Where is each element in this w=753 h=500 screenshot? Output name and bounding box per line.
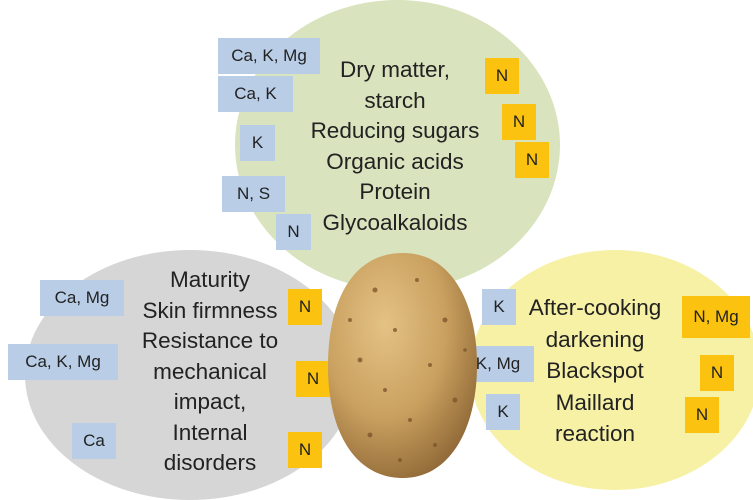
nutrient-tag-blue: Ca, K, Mg [218,38,320,74]
top-line: Dry matter, [300,55,490,86]
top-line: Organic acids [300,147,490,178]
nutrient-tag-orange: N [700,355,734,391]
right-line: reaction [515,418,675,450]
potato-image [325,250,480,480]
nutrient-tag-orange: N [288,289,322,325]
right-line: Maillard [515,387,675,419]
right-line: darkening [515,324,675,356]
top-circle-text: Dry matter, starch Reducing sugars Organ… [300,55,490,238]
nutrient-tag-blue: Ca, Mg [40,280,124,316]
left-circle-text: Maturity Skin firmness Resistance to mec… [130,265,290,479]
nutrient-tag-blue: N [276,214,311,250]
nutrient-tag-blue: Ca, K, Mg [8,344,118,380]
top-line: starch [300,86,490,117]
nutrient-tag-orange: N [502,104,536,140]
right-line: After-cooking [515,292,675,324]
nutrient-tag-orange: N [685,397,719,433]
nutrient-tag-orange: N [485,58,519,94]
top-line: Glycoalkaloids [300,208,490,239]
left-line: mechanical [130,357,290,388]
left-line: Internal [130,418,290,449]
left-line: Maturity [130,265,290,296]
diagram: Dry matter, starch Reducing sugars Organ… [0,0,753,485]
nutrient-tag-orange: N, Mg [682,296,750,338]
nutrient-tag-blue: K [482,289,516,325]
nutrient-tag-blue: N, S [222,176,285,212]
top-line: Protein [300,177,490,208]
left-line: impact, [130,387,290,418]
nutrient-tag-blue: Ca, K [218,76,293,112]
nutrient-tag-orange: N [515,142,549,178]
nutrient-tag-orange: N [288,432,322,468]
top-line: Reducing sugars [300,116,490,147]
right-circle-text: After-cooking darkening Blackspot Mailla… [515,292,675,450]
left-line: Resistance to [130,326,290,357]
left-line: disorders [130,448,290,479]
nutrient-tag-blue: K [240,125,275,161]
nutrient-tag-blue: Ca [72,423,116,459]
nutrient-tag-blue: K [486,394,520,430]
left-line: Skin firmness [130,296,290,327]
right-line: Blackspot [515,355,675,387]
